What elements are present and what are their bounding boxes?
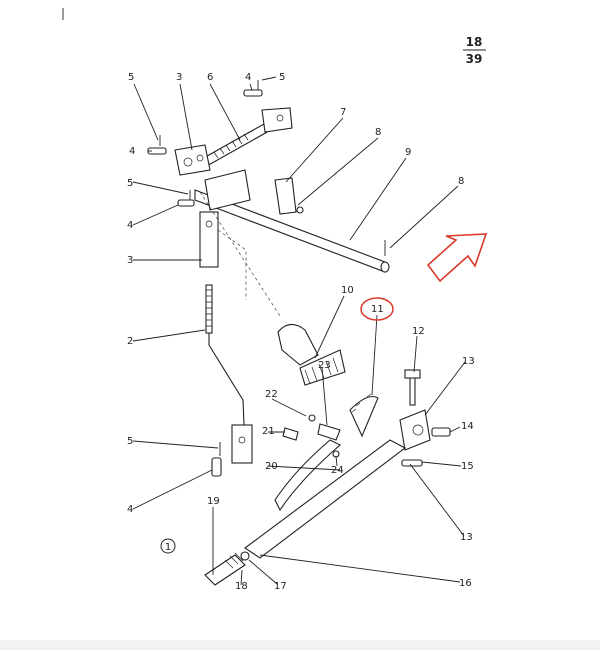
upper-arm: [204, 169, 304, 215]
hand-lever: [244, 439, 407, 559]
callout-9: 9: [405, 147, 411, 158]
splined-shaft: [277, 323, 346, 386]
page-total: 39: [466, 52, 483, 66]
right-clevis: [261, 107, 293, 133]
figure-marker: 1: [160, 538, 176, 554]
callout-16: 16: [459, 578, 472, 589]
leader-lines: [132, 76, 466, 586]
callout-11: 11: [371, 304, 384, 315]
callout-24: 24: [331, 465, 344, 476]
callout-13: 13: [462, 356, 475, 367]
handle-grip: [204, 551, 250, 586]
pivot-block: [399, 369, 451, 467]
quadrant-sector: [349, 393, 379, 438]
callout-17: 17: [274, 581, 287, 592]
callout-5: 5: [127, 436, 133, 447]
cross-shaft: [194, 189, 390, 273]
highlight-ring: [360, 297, 394, 321]
callout-19: 19: [207, 496, 220, 507]
callout-12: 12: [412, 326, 425, 337]
callout-labels: 5 3 6 4 5 4 7 8 9 5 8 4 3 10 2 12 13 22 …: [127, 72, 475, 592]
top-pins: [147, 80, 263, 155]
alignment-line-2: [217, 229, 247, 300]
left-clevis: [174, 144, 211, 176]
bottom-band: [0, 640, 600, 650]
callout-23: 23: [318, 360, 331, 371]
callout-4: 4: [129, 146, 135, 157]
page-current: 18: [466, 35, 483, 49]
callout-13: 13: [460, 532, 473, 543]
callout-5: 5: [128, 72, 134, 83]
callout-7: 7: [340, 107, 346, 118]
callout-18: 18: [235, 581, 248, 592]
callout-22: 22: [265, 389, 278, 400]
callout-4: 4: [127, 504, 133, 515]
callout-4: 4: [127, 220, 133, 231]
callout-3: 3: [127, 255, 133, 266]
callout-4: 4: [245, 72, 251, 83]
callout-20: 20: [265, 461, 278, 472]
callout-5: 5: [279, 72, 285, 83]
small-fittings: [282, 414, 341, 458]
rod-pins: [177, 190, 222, 477]
figure-number: 1: [165, 542, 171, 553]
callout-14: 14: [461, 421, 474, 432]
red-arrow-icon: [426, 233, 488, 283]
callout-3: 3: [176, 72, 182, 83]
callout-15: 15: [461, 461, 474, 472]
alignment-line-1: [199, 191, 281, 317]
callout-8: 8: [458, 176, 464, 187]
callout-10: 10: [341, 285, 354, 296]
callout-21: 21: [262, 426, 275, 437]
callout-8: 8: [375, 127, 381, 138]
vertical-link-rod: [199, 211, 253, 464]
callout-2: 2: [127, 336, 133, 347]
callout-6: 6: [207, 72, 213, 83]
highlighted-callout: 11: [360, 297, 394, 321]
callout-5: 5: [127, 178, 133, 189]
